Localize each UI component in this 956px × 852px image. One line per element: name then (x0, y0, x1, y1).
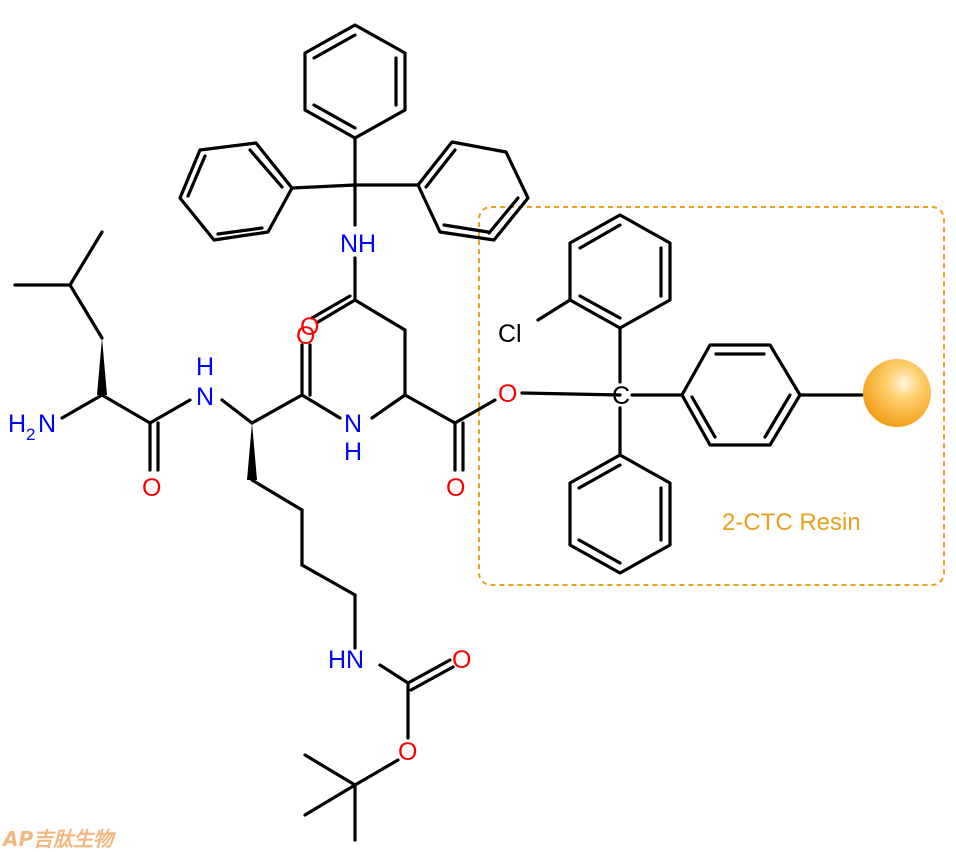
leu-lys-amide-h-label: H (196, 353, 214, 381)
asparagine-backbone (370, 391, 622, 472)
carbamate-nh-label: HN (328, 646, 364, 674)
ctc-linker-phenyl-ring (680, 343, 802, 447)
trityl-left-phenyl-ring (178, 141, 294, 242)
ctc-resin-core (536, 213, 864, 575)
leucine-residue (13, 230, 192, 472)
watermark-logo-text: AP吉肽生物 (1, 827, 116, 851)
lys-carbonyl-o-label: O (296, 322, 315, 350)
boc-carbamate (303, 658, 455, 842)
amine-subscript-label: 2 (26, 425, 35, 444)
trityl-right-phenyl-ring (416, 140, 530, 242)
asn-sidechain-o-label: O (300, 313, 319, 341)
trityl-top-phenyl-double (312, 33, 357, 60)
resin-highlight-box (478, 206, 945, 586)
asparagine-sidechain (310, 256, 407, 397)
trityl-right-phenyl-double (442, 223, 490, 234)
trityl-left-phenyl-double (216, 226, 264, 236)
trityl-top-phenyl-double (312, 103, 357, 130)
ester-o-label: O (498, 380, 517, 408)
trityl-right-phenyl-double (487, 196, 520, 235)
trityl-left-phenyl-double (186, 154, 207, 198)
lysine-wedge (247, 423, 257, 480)
amine-n-label: N (38, 410, 56, 438)
ctc-bottom-phenyl-ring (568, 453, 672, 575)
leu-carbonyl-o-label: O (142, 474, 161, 502)
resin-bead (863, 359, 931, 427)
trityl-nh-label: NH (340, 230, 376, 258)
asn-carbonyl-o-label: O (446, 474, 465, 502)
amine-h-label: H (8, 410, 26, 438)
trityl-right-phenyl-double (424, 148, 457, 189)
chlorophenyl-ring (568, 213, 672, 330)
resin-label: 2-CTC Resin (722, 509, 861, 536)
carbamate-ester-o-label: O (398, 738, 417, 766)
lys-asn-amide-h-label: H (344, 438, 362, 466)
trityl-left-phenyl-double (248, 148, 284, 189)
trityl-group (178, 23, 530, 242)
lysine-residue (220, 343, 357, 650)
central-carbon-label: C (612, 382, 630, 410)
trityl-top-phenyl-ring (303, 23, 407, 140)
carbamate-carbonyl-o-label: O (452, 646, 471, 674)
trityl-bond (290, 183, 357, 190)
leucine-hash-wedge (97, 338, 107, 395)
lys-asn-amide-n-label: N (344, 410, 362, 438)
leu-lys-amide-n-label: N (196, 383, 214, 411)
chlorine-label: Cl (498, 320, 522, 348)
